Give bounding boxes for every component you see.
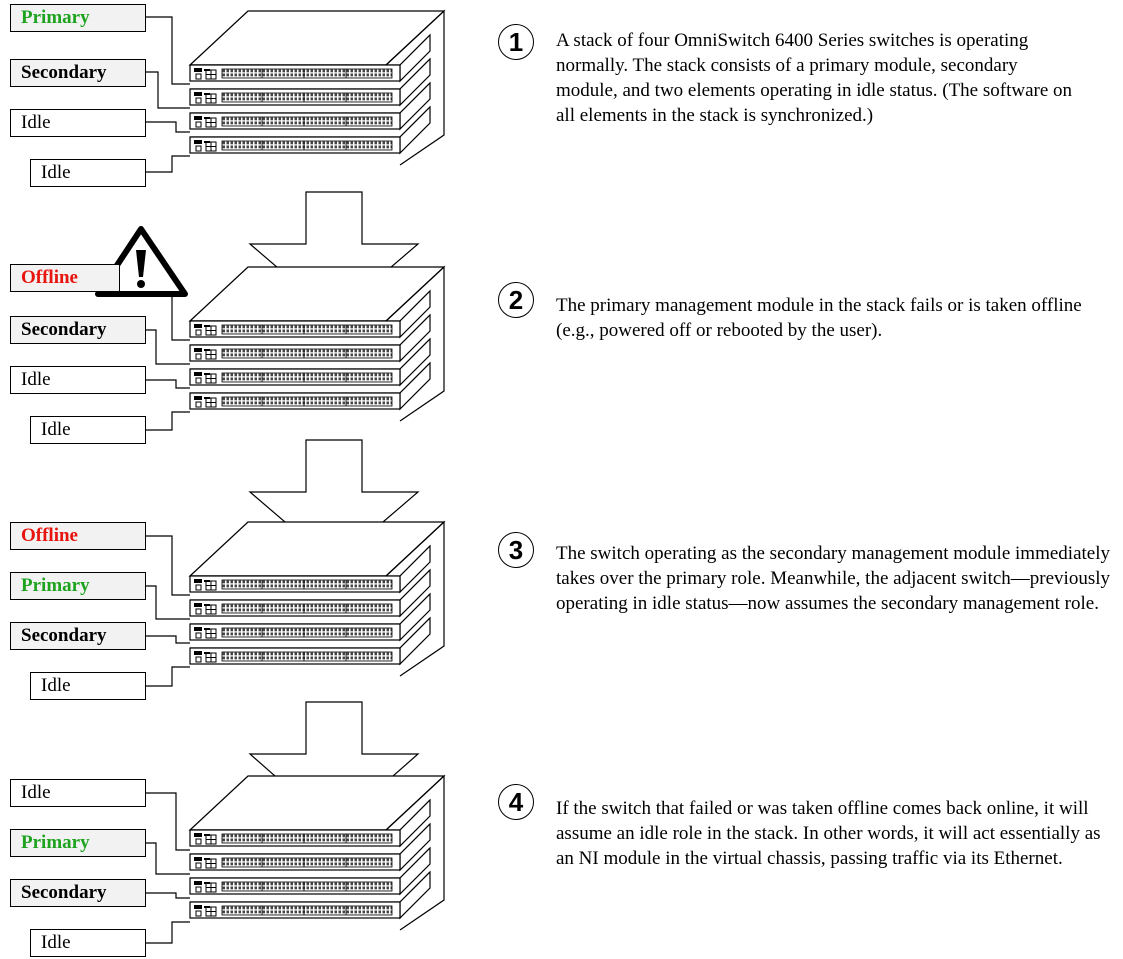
step-3-badge: 3: [498, 532, 534, 568]
stack3-label-primary: Primary: [10, 572, 146, 600]
stack4-label-primary: Primary: [10, 829, 146, 857]
stack1-label-secondary: Secondary: [10, 59, 146, 87]
stack1-label-idle-2: Idle: [30, 159, 146, 187]
switch-stack-2: [146, 267, 444, 431]
stack1-label-idle-1: Idle: [10, 109, 146, 137]
step-4-badge: 4: [498, 784, 534, 820]
stack4-label-secondary: Secondary: [10, 879, 146, 907]
switch-stack-4: [146, 776, 444, 944]
stack4-label-idle-1: Idle: [10, 779, 146, 807]
step-4-description: If the switch that failed or was taken o…: [556, 798, 1101, 869]
step-2-badge: 2: [498, 282, 534, 318]
stack2-label-idle-1: Idle: [10, 366, 146, 394]
stack1-label-primary: Primary: [10, 4, 146, 32]
step-2-description: The primary management module in the sta…: [556, 295, 1082, 341]
step-1-badge: 1: [498, 24, 534, 60]
stack3-label-secondary: Secondary: [10, 622, 146, 650]
stack4-label-idle-2: Idle: [30, 929, 146, 957]
step-1-description: A stack of four OmniSwitch 6400 Series s…: [556, 30, 1073, 126]
switch-stack-3: [146, 522, 444, 687]
step-3-description: The switch operating as the secondary ma…: [556, 543, 1110, 614]
stack2-label-idle-2: Idle: [30, 416, 146, 444]
switch-stack-1: [146, 11, 444, 173]
stack3-label-offline: Offline: [10, 522, 146, 550]
stack2-label-offline: Offline: [10, 264, 120, 292]
stack3-label-idle: Idle: [30, 672, 146, 700]
stack2-label-secondary: Secondary: [10, 316, 146, 344]
